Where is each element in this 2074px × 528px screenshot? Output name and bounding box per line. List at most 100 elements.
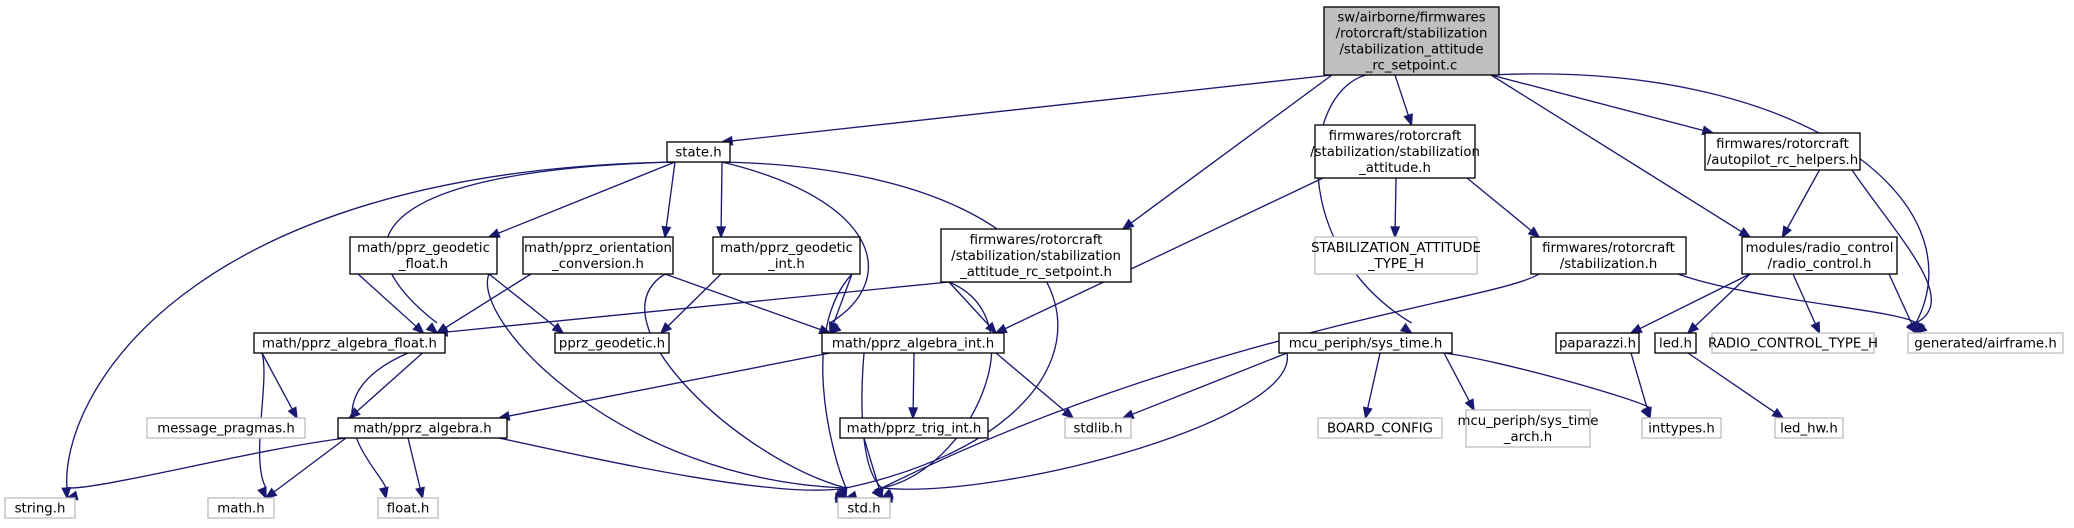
node-stdlib[interactable]: stdlib.h [1064,417,1132,439]
edge-stab-to-std [881,273,1540,489]
arrow-head [1738,227,1752,238]
node-led-hw[interactable]: led_hw.h [1774,417,1844,439]
edge-alg-float-to-alg [356,352,423,412]
node-box [1278,332,1453,354]
edge-state-to-string [66,161,676,489]
node-box [522,236,674,275]
arrow-head [264,487,278,500]
node-geodetic-float[interactable]: math/pprz_geodetic_float.h [349,236,498,275]
node-label: math/pprz_algebra_float.h [262,337,437,352]
node-board-config[interactable]: BOARD_CONFIG [1317,417,1443,439]
node-alg-float[interactable]: math/pprz_algebra_float.h [253,332,446,354]
node-label: firmwares/rotorcraft [1716,137,1849,152]
node-box [821,332,1005,354]
node-label: _float.h [398,257,448,272]
node-alg[interactable]: math/pprz_algebra.h [337,417,508,439]
node-label: mcu_periph/sys_time [1458,414,1599,429]
node-stab-att-type[interactable]: STABILIZATION_ATTITUDE_TYPE_H [1311,236,1481,275]
arrow-head [1403,113,1413,127]
node-trig-int[interactable]: math/pprz_trig_int.h [839,417,989,439]
node-label: paparazzi.h [1559,337,1636,352]
edge-main-to-airframe [1490,73,1930,324]
edge-main-to-autopilot-rc [1490,74,1704,132]
node-box [1704,132,1861,171]
arrow-head [1464,398,1475,412]
node-label: string.h [15,502,66,517]
node-label: _attitude.h [1358,161,1431,176]
edge-alg-float-to-msg-pragmas [261,352,293,410]
node-label: /stabilization/stabilization [1310,145,1480,160]
edge-radio-to-rc-type [1792,273,1817,325]
node-label: math.h [217,502,264,517]
node-box [1741,236,1898,275]
edge-main-to-radio [1490,74,1742,233]
edge-state-to-std [721,161,1059,489]
node-rc-type[interactable]: RADIO_CONTROL_TYPE_H [1708,332,1878,354]
arrow-head [1362,406,1373,420]
arrow-head [257,486,267,500]
node-label: _TYPE_H [1367,257,1424,272]
edge-main-to-stab-att-rc [1130,74,1333,224]
edge-autopilot-rc-to-radio [1786,169,1821,229]
node-stab-att[interactable]: firmwares/rotorcraft/stabilization/stabi… [1310,124,1480,179]
node-box [837,497,891,519]
edge-state-to-geodetic-int [720,161,723,228]
node-main[interactable]: sw/airborne/firmwares/rotorcraft/stabili… [1323,6,1500,76]
node-state[interactable]: state.h [666,141,731,163]
arrow-head [1629,323,1643,334]
edge-orient-conv-to-std [644,273,847,489]
node-msg-pragmas[interactable]: message_pragmas.h [146,417,306,439]
arrow-head [908,407,919,420]
node-alg-int[interactable]: math/pprz_algebra_int.h [821,332,1005,354]
node-box [377,497,439,519]
node-paparazzi[interactable]: paparazzi.h [1555,332,1640,354]
node-math[interactable]: math.h [207,497,275,519]
edge-orient-conv-to-alg-int [664,273,821,331]
edge-geodetic-int-to-std [822,273,853,489]
node-box [4,497,76,519]
node-stab[interactable]: firmwares/rotorcraft/stabilization.h [1530,236,1687,275]
edge-alg-to-float [407,437,421,489]
node-geodetic[interactable]: pprz_geodetic.h [554,332,670,354]
node-led[interactable]: led.h [1654,332,1697,354]
node-orient-conv[interactable]: math/pprz_orientation_conversion.h [522,236,674,275]
node-label: _conversion.h [551,257,644,272]
node-label: mcu_periph/sys_time.h [1289,337,1443,352]
node-autopilot-rc[interactable]: firmwares/rotorcraft/autopilot_rc_helper… [1704,132,1861,171]
node-box [1323,6,1500,76]
node-box [666,141,731,163]
node-box [1465,409,1591,448]
arrow-head [659,321,673,335]
arrow-head [994,323,1008,334]
edge-stab-att-to-stab [1466,177,1532,232]
node-label: float.h [387,502,430,517]
node-sys-time-arch[interactable]: mcu_periph/sys_time_arch.h [1458,409,1599,448]
node-stab-att-rc[interactable]: firmwares/rotorcraft/stabilization/stabi… [940,228,1132,283]
node-label: firmwares/rotorcraft [1329,129,1462,144]
node-inttypes[interactable]: inttypes.h [1641,417,1722,439]
node-label: /stabilization/stabilization [951,249,1121,264]
node-string[interactable]: string.h [4,497,76,519]
arrow-head [415,486,425,500]
node-geodetic-int[interactable]: math/pprz_geodetic_int.h [712,236,861,275]
node-label: /radio_control.h [1768,257,1872,272]
edge-alg-int-to-stdlib [995,352,1066,413]
node-airframe[interactable]: generated/airframe.h [1907,332,2064,354]
node-std[interactable]: std.h [837,497,891,519]
edge-radio-to-paparazzi [1639,273,1751,330]
node-sys-time[interactable]: mcu_periph/sys_time.h [1278,332,1453,354]
arrow-head [829,321,839,335]
arrow-head [1810,321,1821,335]
edge-stab-att-rc-to-alg-float [446,281,950,333]
node-label: math/pprz_algebra_int.h [832,337,994,352]
node-box [1907,332,2064,354]
node-float[interactable]: float.h [377,497,439,519]
arrow-head [661,225,672,239]
node-label: inttypes.h [1648,422,1715,437]
arrow-head [551,322,565,335]
node-radio[interactable]: modules/radio_control/radio_control.h [1741,236,1898,275]
node-label: led.h [1659,337,1692,352]
node-label: pprz_geodetic.h [559,337,665,352]
node-label: math/pprz_orientation [524,241,672,256]
